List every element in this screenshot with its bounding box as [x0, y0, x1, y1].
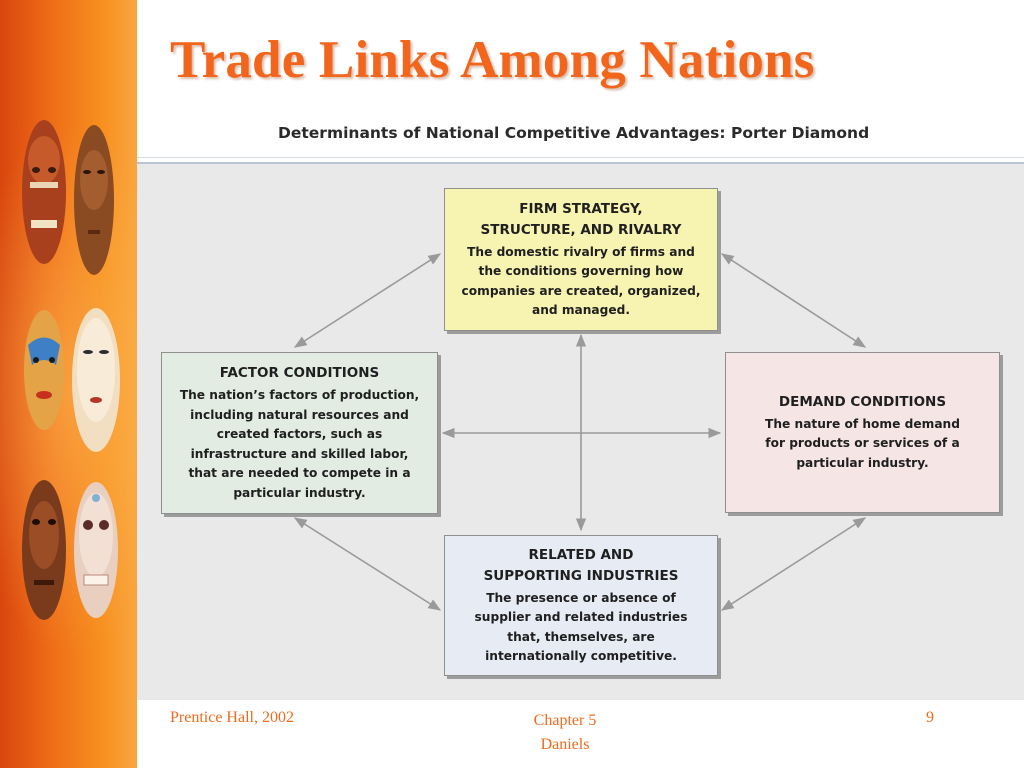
firm-strategy-box: FIRM STRATEGY, STRUCTURE, AND RIVALRY Th…	[444, 188, 718, 331]
white-noh-mask-icon	[72, 308, 120, 452]
demand-conditions-box: DEMAND CONDITIONS The nature of home dem…	[725, 352, 1000, 513]
slide-page-number: 9	[926, 709, 934, 726]
related-industries-box: RELATED AND SUPPORTING INDUSTRIES The pr…	[444, 535, 718, 676]
footer-chapter-block: Chapter 5 Daniels	[500, 709, 630, 757]
red-demon-mask-icon	[22, 120, 66, 264]
arrow-factor-related	[293, 517, 442, 611]
related-industries-title: RELATED AND SUPPORTING INDUSTRIES	[483, 546, 679, 584]
demand-conditions-description: The nature of home demand for products o…	[765, 416, 960, 470]
slide-title: Trade Links Among Nations	[170, 31, 815, 89]
firm-strategy-description: The domestic rivalry of firms and the co…	[461, 244, 701, 318]
diamond-arrows	[293, 253, 867, 611]
wooden-mask-icon	[22, 480, 66, 620]
firm-strategy-title: FIRM STRATEGY, STRUCTURE, AND RIVALRY	[480, 200, 682, 238]
footer-publisher: Prentice Hall, 2002	[170, 709, 294, 726]
factor-conditions-box: FACTOR CONDITIONS The nation’s factors o…	[161, 352, 438, 514]
porter-diamond-figure: Determinants of National Competitive Adv…	[137, 102, 1024, 700]
decorative-mask-strip	[0, 0, 137, 768]
arrow-factor-firm	[293, 253, 442, 348]
masks-illustration	[22, 120, 120, 620]
footer-author: Daniels	[540, 736, 590, 753]
brown-face-mask-icon	[74, 125, 114, 275]
factor-conditions-description: The nation’s factors of production, incl…	[179, 388, 420, 500]
figure-caption: Determinants of National Competitive Adv…	[278, 124, 870, 142]
demand-conditions-title: DEMAND CONDITIONS	[778, 393, 947, 410]
skull-mask-icon	[74, 482, 118, 618]
footer-chapter: Chapter 5	[533, 712, 597, 729]
arrow-firm-demand	[720, 253, 867, 348]
painted-mask-icon	[24, 310, 64, 430]
arrow-demand-related	[720, 517, 867, 611]
related-industries-description: The presence or absence of supplier and …	[474, 590, 688, 664]
figure-header: Determinants of National Competitive Adv…	[137, 102, 1024, 164]
factor-conditions-title: FACTOR CONDITIONS	[219, 365, 380, 381]
